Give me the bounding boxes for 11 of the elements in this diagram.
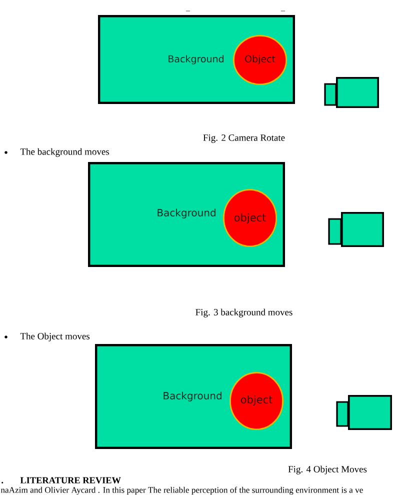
- figure-caption: Fig. 2 Camera Rotate: [203, 134, 285, 143]
- body-text: naAzim and Olivier Aycard . In this paper The reliable perception of the surrounding environment is a ve: [0, 486, 363, 495]
- camera-icon: [324, 77, 379, 108]
- camera-icon: [328, 212, 384, 247]
- camera-icon: [336, 395, 392, 430]
- bullet-text: The background moves: [20, 148, 110, 157]
- figure-caption: Fig. 4 Object Moves: [288, 466, 367, 474]
- figure-caption: Fig. 3 background moves: [196, 308, 292, 318]
- section-number: .: [2, 482, 4, 484]
- section-heading: LITERATURE REVIEW: [20, 477, 121, 484]
- bullet-text: The Object moves: [20, 332, 90, 342]
